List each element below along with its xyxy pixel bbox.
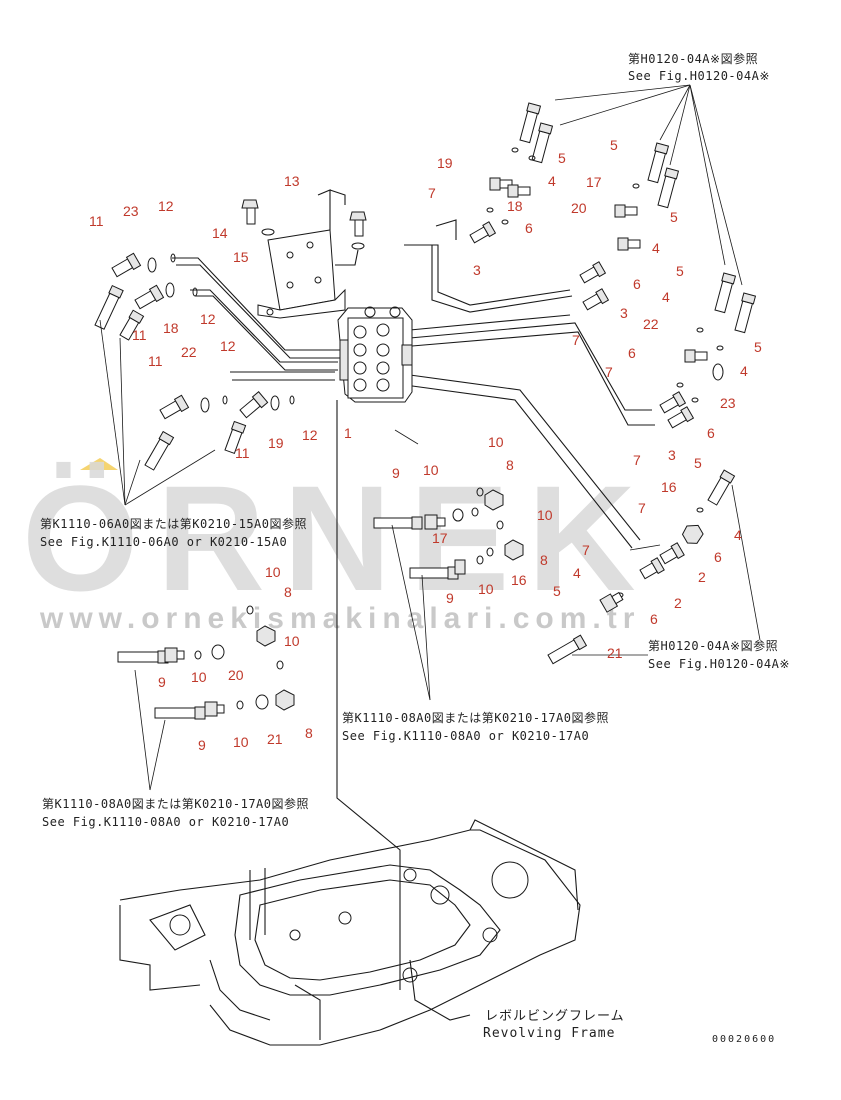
callout-3: 3 xyxy=(668,447,676,463)
callout-5: 5 xyxy=(553,583,561,599)
callout-10: 10 xyxy=(488,434,504,450)
ref-top-jp: 第H0120-04A※図参照 xyxy=(628,51,758,66)
callout-9: 9 xyxy=(392,465,400,481)
callout-7: 7 xyxy=(582,542,590,558)
callout-6: 6 xyxy=(525,220,533,236)
callout-4: 4 xyxy=(734,527,742,543)
callout-2: 2 xyxy=(674,595,682,611)
ref-left-en: See Fig.K1110-06A0 or K0210-15A0 xyxy=(40,535,287,549)
callout-23: 23 xyxy=(720,395,736,411)
callout-4: 4 xyxy=(662,289,670,305)
callout-1: 1 xyxy=(344,425,352,441)
frame-label-jp: レボルビングフレーム xyxy=(485,1009,625,1024)
callout-16: 16 xyxy=(661,479,677,495)
callout-10: 10 xyxy=(191,669,207,685)
callout-4: 4 xyxy=(652,240,660,256)
ref-right-jp: 第H0120-04A※図参照 xyxy=(648,638,778,653)
callout-17: 17 xyxy=(432,530,448,546)
callout-11: 11 xyxy=(148,353,163,369)
callout-8: 8 xyxy=(305,725,313,741)
callout-14: 14 xyxy=(212,225,228,241)
callout-21: 21 xyxy=(267,731,283,747)
callout-11: 11 xyxy=(89,213,104,229)
ref-bottom-jp: 第K1110-08A0図または第K0210-17A0図参照 xyxy=(42,796,309,811)
callout-5: 5 xyxy=(670,209,678,225)
callout-6: 6 xyxy=(707,425,715,441)
callout-11: 11 xyxy=(132,327,147,343)
callout-10: 10 xyxy=(478,581,494,597)
callout-20: 20 xyxy=(228,667,244,683)
callout-20: 20 xyxy=(571,200,587,216)
mounting-bracket xyxy=(241,189,367,319)
callout-8: 8 xyxy=(506,457,514,473)
ref-right-en: See Fig.H0120-04A※ xyxy=(648,657,790,671)
callout-13: 13 xyxy=(284,173,300,189)
callout-18: 18 xyxy=(507,198,523,214)
callout-8: 8 xyxy=(284,584,292,600)
callout-5: 5 xyxy=(754,339,762,355)
callout-6: 6 xyxy=(633,276,641,292)
callout-7: 7 xyxy=(572,332,580,348)
watermark-url: www.ornekismakinalari.com.tr xyxy=(39,602,640,635)
callout-10: 10 xyxy=(233,734,249,750)
callout-4: 4 xyxy=(573,565,581,581)
callout-12: 12 xyxy=(200,311,216,327)
callout-5: 5 xyxy=(676,263,684,279)
callout-7: 7 xyxy=(633,452,641,468)
callout-9: 9 xyxy=(198,737,206,753)
ref-top-en: See Fig.H0120-04A※ xyxy=(628,69,770,83)
callout-12: 12 xyxy=(158,198,174,214)
ref-center-jp: 第K1110-08A0図または第K0210-17A0図参照 xyxy=(342,710,609,725)
callout-4: 4 xyxy=(548,173,556,189)
callout-4: 4 xyxy=(740,363,748,379)
callout-15: 15 xyxy=(233,249,249,265)
callout-10: 10 xyxy=(284,633,300,649)
ref-left-jp: 第K1110-06A0図または第K0210-15A0図参照 xyxy=(40,516,307,531)
callout-10: 10 xyxy=(423,462,439,478)
callout-5: 5 xyxy=(610,137,618,153)
revolving-frame xyxy=(119,819,581,1046)
reference-notes: 第H0120-04A※図参照 See Fig.H0120-04A※ 第H0120… xyxy=(40,51,790,1045)
callout-9: 9 xyxy=(158,674,166,690)
callout-2: 2 xyxy=(698,569,706,585)
callout-3: 3 xyxy=(473,262,481,278)
callout-17: 17 xyxy=(586,174,602,190)
callout-numbers: 1 2 2 3 3 3 4 4 4 4 4 4 5 5 5 5 5 5 5 6 … xyxy=(89,137,762,753)
callout-10: 10 xyxy=(265,564,281,580)
fittings xyxy=(94,102,757,720)
drawing-code: 00020600 xyxy=(712,1034,776,1045)
callout-8: 8 xyxy=(540,552,548,568)
callout-10: 10 xyxy=(537,507,553,523)
leader-arrows xyxy=(99,84,761,791)
frame-label-en: Revolving Frame xyxy=(483,1026,615,1041)
callout-3: 3 xyxy=(620,305,628,321)
callout-22: 22 xyxy=(181,344,197,360)
ref-center-en: See Fig.K1110-08A0 or K0210-17A0 xyxy=(342,729,589,743)
callout-19: 19 xyxy=(437,155,453,171)
callout-12: 12 xyxy=(302,427,318,443)
callout-6: 6 xyxy=(628,345,636,361)
callout-7: 7 xyxy=(428,185,436,201)
callout-12: 12 xyxy=(220,338,236,354)
callout-5: 5 xyxy=(694,455,702,471)
callout-6: 6 xyxy=(714,549,722,565)
callout-9: 9 xyxy=(446,590,454,606)
callout-19: 19 xyxy=(268,435,284,451)
callout-7: 7 xyxy=(605,364,613,380)
ref-bottom-en: See Fig.K1110-08A0 or K0210-17A0 xyxy=(42,815,289,829)
control-valve-block xyxy=(337,306,413,403)
callout-11: 11 xyxy=(235,445,250,461)
hose-lines xyxy=(172,219,661,990)
callout-7: 7 xyxy=(638,500,646,516)
callout-22: 22 xyxy=(643,316,659,332)
callout-6: 6 xyxy=(650,611,658,627)
callout-16: 16 xyxy=(511,572,527,588)
watermark-accent-shape xyxy=(80,458,118,470)
callout-18: 18 xyxy=(163,320,179,336)
callout-23: 23 xyxy=(123,203,139,219)
callout-21: 21 xyxy=(607,645,623,661)
callout-5: 5 xyxy=(558,150,566,166)
